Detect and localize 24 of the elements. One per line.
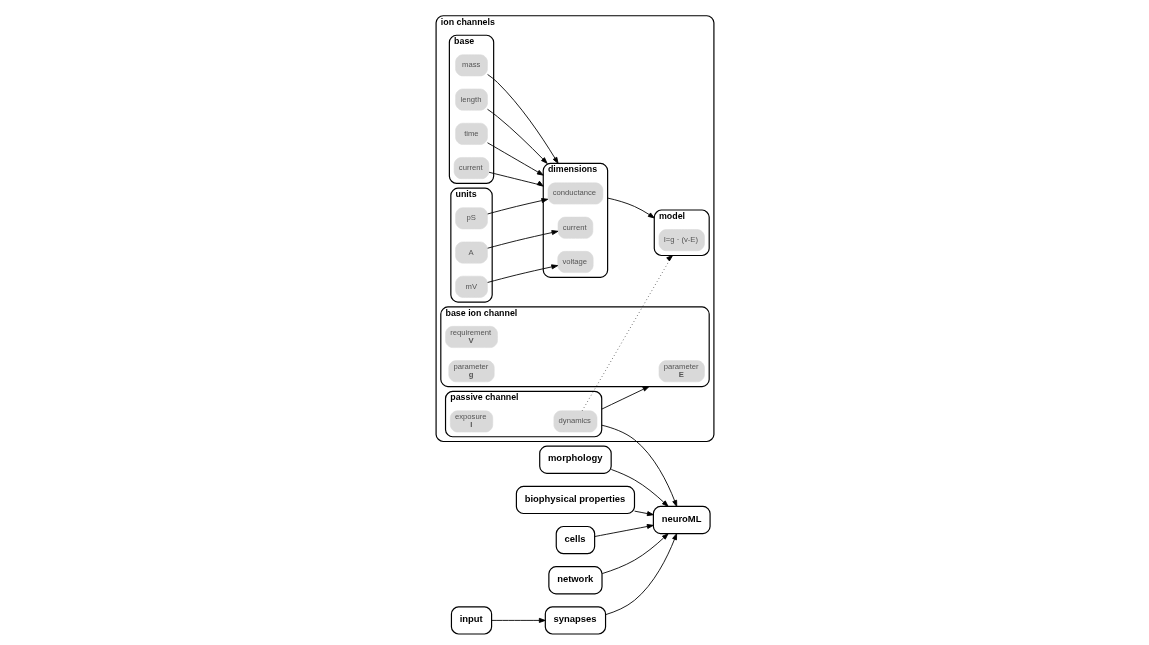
arrow <box>581 255 673 412</box>
arrow <box>486 142 544 176</box>
arrow <box>600 386 649 410</box>
arrow <box>486 198 548 215</box>
arrow <box>601 533 669 574</box>
node-box: synapses <box>544 606 606 635</box>
arrow <box>486 108 548 164</box>
arrow <box>606 197 655 219</box>
node-box: biophysical properties <box>515 485 635 515</box>
arrow <box>488 171 544 187</box>
arrow <box>593 524 654 537</box>
node-box: network <box>547 566 603 595</box>
arrow <box>486 264 558 283</box>
node-box: input <box>450 606 492 635</box>
node-box: neuroML <box>652 505 711 535</box>
arrow <box>600 424 677 507</box>
arrow <box>610 469 669 507</box>
arrow <box>633 510 654 517</box>
node-box: morphology <box>538 445 612 474</box>
arrow <box>604 533 677 616</box>
arrow <box>486 74 558 164</box>
arrow <box>490 617 546 623</box>
node-box: cells <box>555 525 595 555</box>
arrow <box>486 230 558 249</box>
